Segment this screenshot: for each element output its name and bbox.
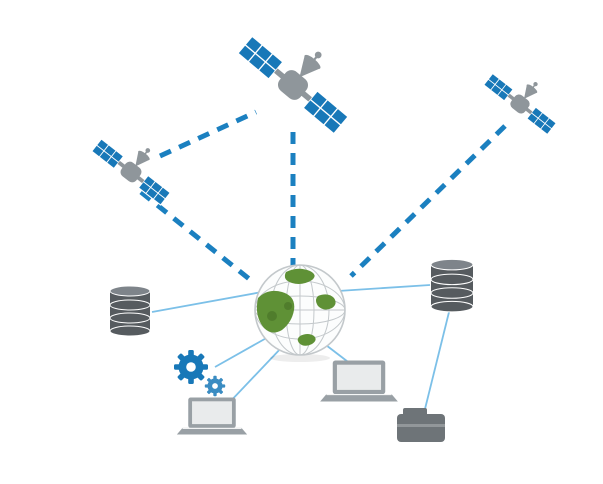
storage-device [397,408,445,442]
link-rightsat-globe [349,124,507,278]
database-left [109,285,151,337]
link-globe-database-left [151,291,263,313]
laptop-left [176,397,248,436]
satellite-left [90,120,185,207]
link-globe-database-right [337,284,431,292]
globe [254,264,346,362]
globe-continents [256,268,336,346]
link-leftsat-globe [139,190,255,284]
link-globe-laptop-left [225,345,284,407]
link-database-right-device [423,299,453,414]
laptop-right [319,359,399,402]
link-globe-gears [214,335,271,368]
gears-icon [174,350,226,397]
satellite-top [235,10,370,136]
database-right [430,258,474,313]
satellite-right [482,56,570,136]
link-leftsat-topsat [158,109,258,159]
